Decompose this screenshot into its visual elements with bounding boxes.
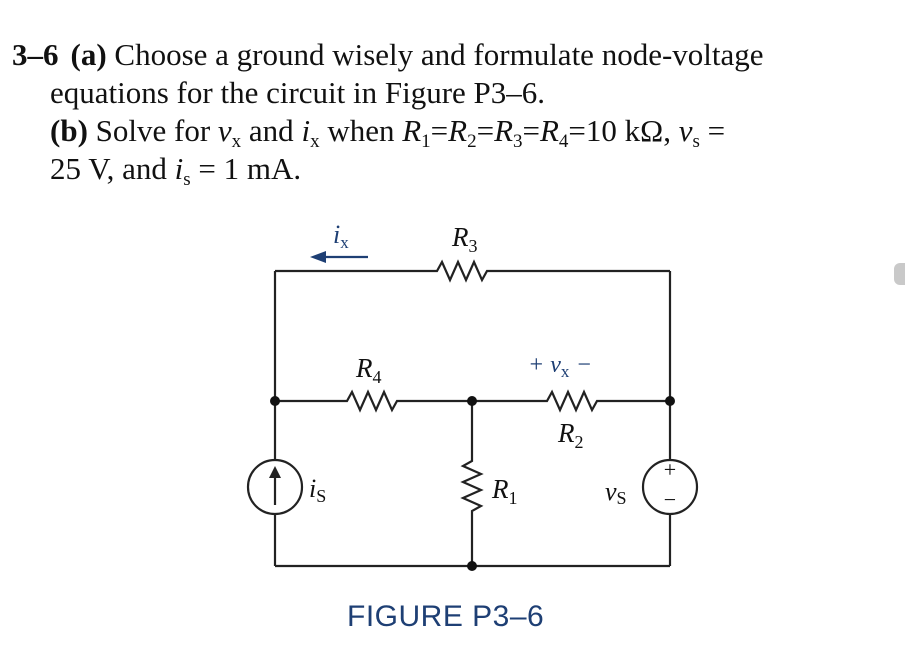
equals-sign: =	[476, 113, 495, 148]
vs-subscript: s	[692, 131, 700, 152]
figure-caption: FIGURE P3–6	[347, 600, 545, 633]
node-left	[270, 396, 280, 406]
r4-resistor	[340, 389, 405, 413]
r4-subscript: 4	[558, 131, 569, 152]
part-a-text: Choose a ground wisely and formulate nod…	[114, 37, 764, 72]
resistance-value: 10 kΩ,	[585, 113, 671, 148]
current-source-arrowhead	[269, 466, 281, 478]
r1-resistor	[460, 455, 484, 517]
r2-label: R2	[557, 418, 584, 452]
equals-sign: =	[568, 113, 586, 148]
problem-number: 3–6	[12, 37, 59, 72]
vx-subscript: x	[231, 131, 242, 152]
r3-symbol: R	[494, 113, 513, 148]
voltage-source-plus: +	[664, 457, 676, 482]
r2-subscript: 2	[467, 131, 477, 152]
node-right	[665, 396, 675, 406]
is-label: iS	[309, 474, 326, 506]
r3-resistor	[430, 259, 495, 283]
equals-sign: =	[522, 113, 540, 148]
vs-symbol: v	[678, 113, 693, 148]
r2-resistor	[540, 389, 605, 413]
and-text: and	[248, 113, 294, 148]
ix-subscript: x	[310, 131, 320, 152]
is-subscript: s	[183, 169, 191, 190]
problem-line-4: 25 V, and is = 1 mA.	[12, 150, 897, 190]
equals-sign: =	[430, 113, 449, 148]
ix-label: ix	[333, 220, 349, 252]
is-symbol: i	[174, 151, 184, 186]
part-b-text: Solve for	[95, 113, 211, 148]
ix-arrowhead	[310, 251, 326, 263]
vs-label: vS	[605, 477, 627, 508]
voltage-source	[641, 458, 699, 516]
node-bottom	[467, 561, 477, 571]
vs-value-text: 25 V, and	[50, 151, 167, 186]
r4-label: R4	[355, 353, 382, 387]
node-center	[467, 396, 477, 406]
when-text: when	[327, 113, 395, 148]
part-a-text-cont: equations for the circuit in Figure P3–6…	[50, 75, 546, 110]
equals-sign: =	[707, 113, 726, 148]
vx-label: + vx−	[528, 352, 591, 381]
r2-symbol: R	[448, 113, 468, 148]
r4-symbol: R	[539, 113, 559, 148]
problem-line-2: equations for the circuit in Figure P3–6…	[12, 74, 897, 112]
problem-text: 3–6 (a) Choose a ground wisely and formul…	[12, 36, 897, 190]
part-a-label: (a)	[70, 37, 107, 72]
r3-subscript: 3	[513, 131, 523, 152]
vx-symbol: v	[217, 113, 232, 148]
is-value-text: = 1 mA.	[198, 151, 302, 186]
ix-symbol: i	[301, 113, 311, 148]
problem-line-1: 3–6 (a) Choose a ground wisely and formul…	[12, 36, 897, 74]
problem-line-3: (b) Solve for vx and ix when R1=R2=R3=R4…	[12, 112, 897, 152]
r1-symbol: R	[402, 113, 422, 148]
r1-label: R1	[491, 474, 518, 508]
voltage-source-minus: −	[664, 487, 676, 512]
r1-subscript: 1	[421, 131, 431, 152]
part-b-label: (b)	[50, 113, 88, 148]
r3-label: R3	[451, 222, 478, 256]
scroll-handle[interactable]	[894, 263, 905, 285]
